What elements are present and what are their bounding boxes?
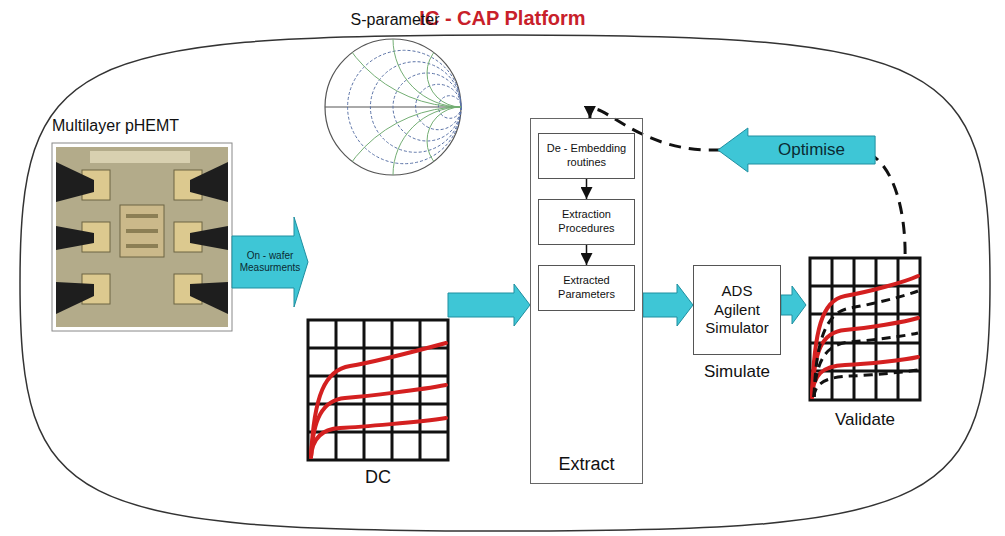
measured-curves: [812, 276, 918, 397]
probe: [56, 162, 94, 202]
node-label: Simulate: [693, 361, 781, 382]
process-box: Extracted Parameters: [538, 265, 635, 311]
gate-finger: [126, 214, 158, 218]
device-photo: [52, 143, 232, 331]
extract-panel: Extract De - Embedding routinesExtraction…: [530, 118, 643, 484]
flow-arrow: [586, 179, 588, 199]
node-label: S-parameter: [315, 10, 475, 30]
block-arrow: [448, 284, 530, 326]
node-label: Extract: [558, 453, 614, 476]
dc-chart-box: DC: [308, 240, 448, 488]
s-parameter-box: S-parameter: [315, 10, 475, 177]
dc-iv-chart: [308, 320, 448, 460]
reactance-arcs: [325, 0, 597, 379]
connector: [448, 284, 530, 326]
chart-grid: [810, 258, 920, 400]
validate-chart-figure: [810, 258, 920, 400]
connector: [586, 179, 587, 199]
block-arrow: [643, 284, 693, 326]
smith-outer: [325, 39, 461, 175]
diagram-title: IC - CAP Platform: [0, 6, 1005, 30]
block-arrow: [781, 286, 806, 324]
node-label: ADS Agilent Simulator: [700, 282, 774, 338]
simulator-node: ADS Agilent SimulatorSimulate: [693, 265, 781, 382]
connector: [586, 245, 587, 265]
connector: [643, 284, 693, 326]
device-core: [120, 205, 164, 257]
connector: [590, 109, 905, 254]
block-arrow: [718, 128, 875, 172]
connector: [232, 217, 308, 307]
device-photo-box: Multilayer pHEMT: [52, 116, 232, 331]
process-box: Extraction Procedures: [538, 199, 635, 245]
connector: [781, 286, 806, 324]
platform-outline: [20, 35, 990, 531]
probe: [56, 282, 94, 314]
node-label: Extracted Parameters: [542, 274, 631, 302]
node-label: Multilayer pHEMT: [52, 116, 232, 136]
probe: [190, 226, 228, 250]
chart-grid: [308, 320, 448, 460]
photo-frame: [52, 143, 232, 331]
node-label: Validate: [806, 409, 924, 430]
smith-chart: [325, 0, 597, 379]
iv-curves: [311, 343, 446, 457]
gate-finger: [126, 229, 158, 233]
feedback-dashed-line: [590, 109, 905, 254]
gate-finger: [126, 244, 158, 248]
probe: [190, 282, 228, 314]
validate-chart-box: Validate: [806, 254, 924, 430]
edge-label: Optimise: [778, 140, 845, 160]
node-label: Extraction Procedures: [542, 208, 631, 236]
probe: [56, 226, 94, 250]
flow-arrow: [586, 245, 588, 265]
photo-ground: [56, 147, 228, 327]
photo-marking: [90, 151, 190, 163]
probe: [190, 162, 228, 202]
node-label: DC: [308, 466, 448, 489]
simulator-box: ADS Agilent Simulator: [693, 265, 781, 355]
process-box: De - Embedding routines: [538, 133, 635, 179]
edge-label: On - wafer Measurments: [237, 250, 303, 274]
node-label: De - Embedding routines: [542, 142, 631, 170]
simulated-curves: [814, 291, 918, 397]
block-arrow: [232, 217, 308, 307]
